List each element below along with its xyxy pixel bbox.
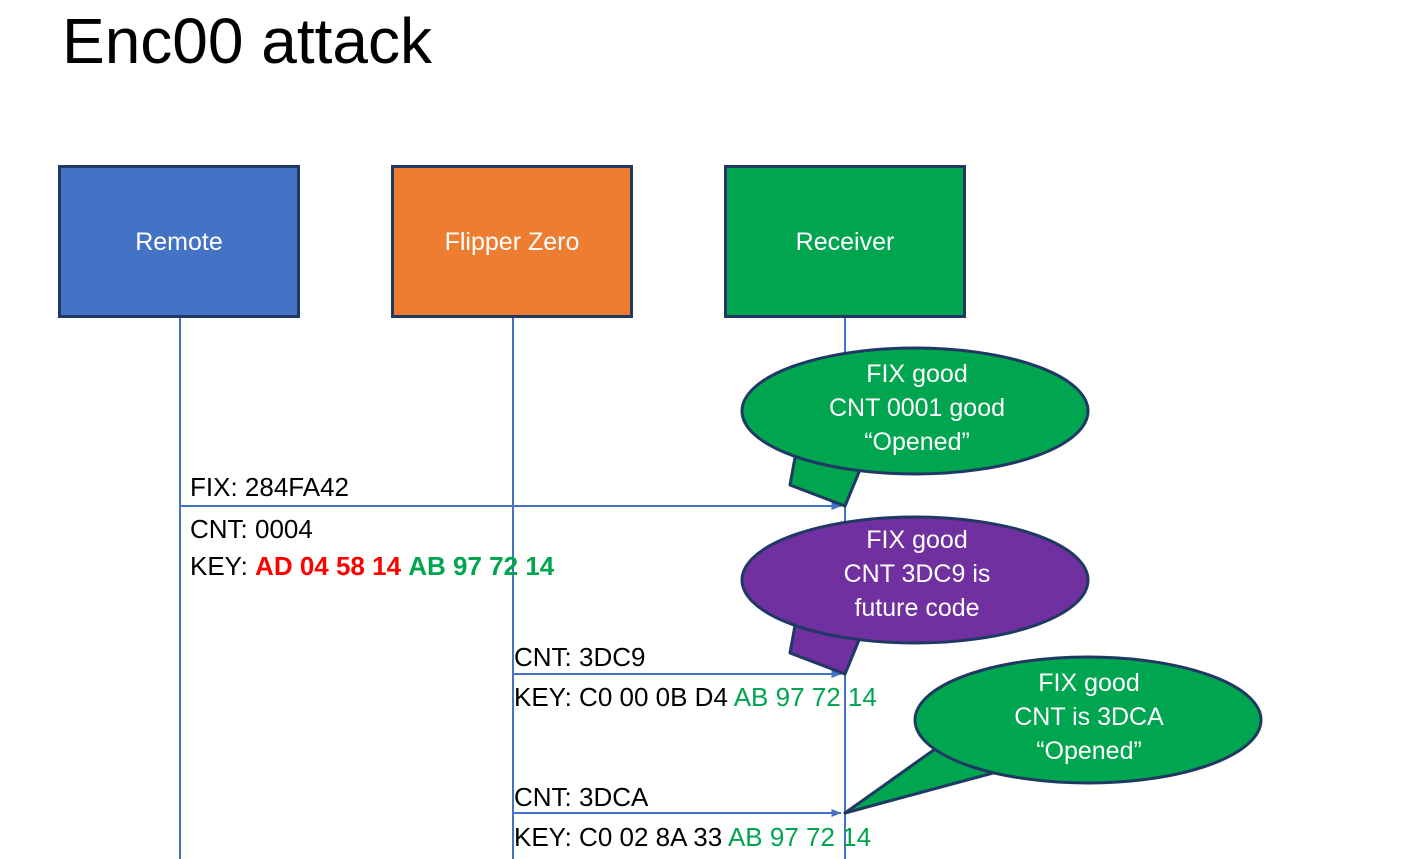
callout-2-line-1: FIX good [866, 526, 968, 554]
actor-box-remote[interactable]: Remote [58, 165, 300, 318]
page-title: Enc00 attack [62, 5, 432, 77]
actor-label-flipper-zero: Flipper Zero [444, 227, 580, 256]
key-second-half: AB 97 72 14 [727, 822, 872, 852]
message-1-cnt-label: CNT: 0004 [190, 514, 313, 544]
message-3-key-label: KEY: C0 02 8A 33 AB 97 72 14 [514, 820, 871, 854]
message-2-cnt-label: CNT: 3DC9 [514, 642, 646, 672]
actor-label-remote: Remote [135, 227, 223, 256]
callout-2-text: FIX good CNT 3DC9 is future code [744, 523, 1090, 625]
key-second-half: AB 97 72 14 [733, 682, 877, 712]
callout-bubble-3 [843, 655, 1263, 815]
callout-1-line-2: CNT 0001 good [828, 394, 1006, 422]
callout-bubble-1 [740, 346, 1090, 508]
callout-3-line-1: FIX good [1038, 669, 1140, 697]
key-first-half: C0 00 0B D4 [579, 682, 728, 712]
key-first-half: C0 02 8A 33 [579, 822, 723, 852]
callout-2-line-2: CNT 3DC9 is [843, 560, 991, 588]
key-prefix: KEY: [190, 551, 256, 581]
callout-1-line-3: “Opened” [864, 428, 970, 456]
callout-3-line-2: CNT is 3DCA [1014, 703, 1164, 731]
callout-3-text: FIX good CNT is 3DCA “Opened” [916, 666, 1262, 768]
key-prefix: KEY: [514, 822, 580, 852]
callout-1-line-1: FIX good [866, 360, 968, 388]
callout-bubble-2 [740, 515, 1090, 676]
key-prefix: KEY: [514, 682, 580, 712]
callout-2-line-3: future code [854, 594, 980, 622]
key-first-half: AD 04 58 14 [255, 551, 402, 581]
actor-label-receiver: Receiver [795, 227, 895, 256]
message-3-cnt-label: CNT: 3DCA [514, 782, 649, 812]
actor-box-receiver[interactable]: Receiver [724, 165, 966, 318]
callout-1-text: FIX good CNT 0001 good “Opened” [744, 357, 1090, 459]
message-2-key-label: KEY: C0 00 0B D4 AB 97 72 14 [514, 680, 877, 714]
key-second-half: AB 97 72 14 [408, 551, 555, 581]
message-1-key-label: KEY: AD 04 58 14 AB 97 72 14 [190, 549, 554, 583]
actor-box-flipper-zero[interactable]: Flipper Zero [391, 165, 633, 318]
callout-3-line-3: “Opened” [1036, 737, 1142, 765]
message-1-fix-label: FIX: 284FA42 [190, 472, 349, 502]
